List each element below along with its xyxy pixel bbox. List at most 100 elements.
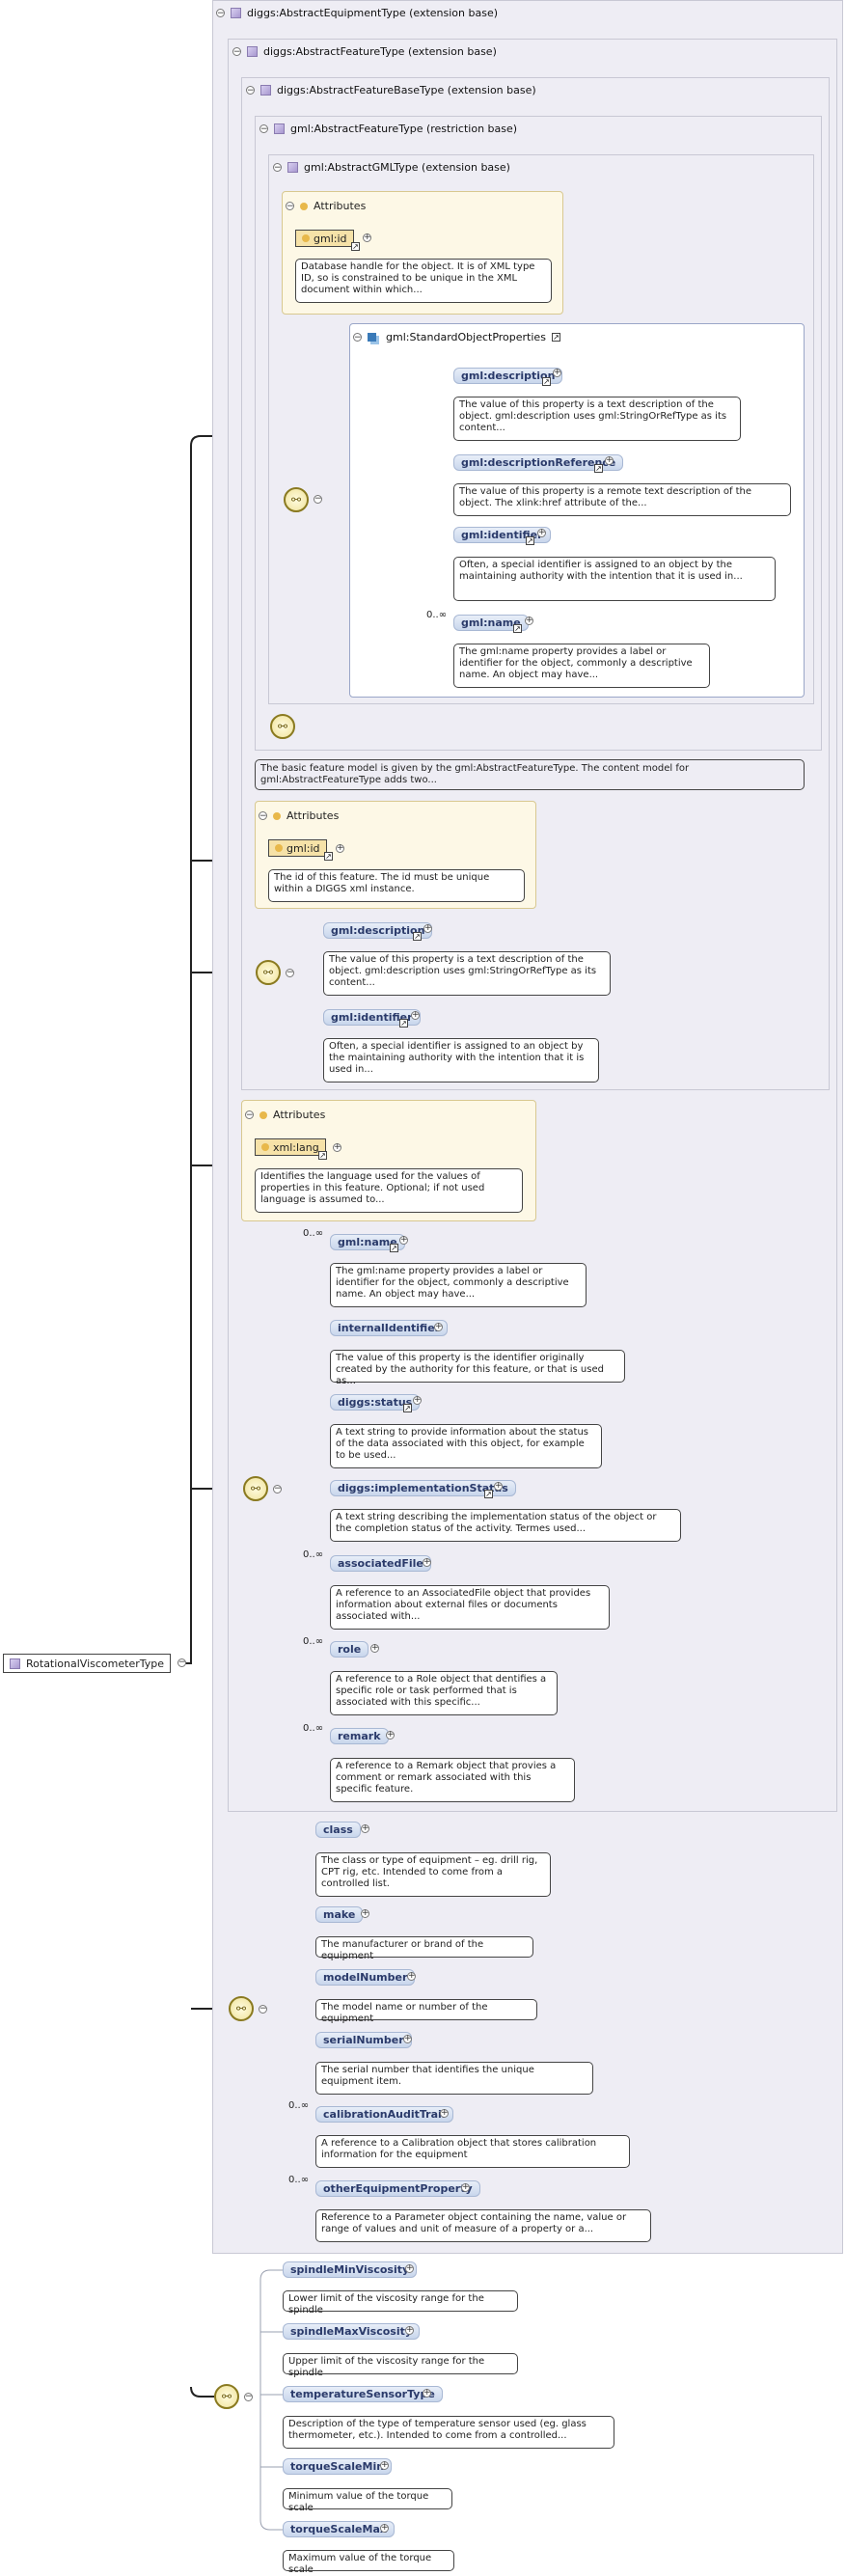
link-icon[interactable]: ↗ <box>542 377 551 386</box>
make-element[interactable]: make <box>315 1906 364 1923</box>
expand-icon[interactable]: + <box>361 1908 369 1918</box>
gml-description-reference-element[interactable]: gml:descriptionReference <box>453 454 624 471</box>
expand-icon[interactable]: + <box>553 368 561 377</box>
root-type-node[interactable]: RotationalViscometerType <box>3 1654 171 1673</box>
class-element[interactable]: class <box>315 1822 361 1838</box>
gml-name-element[interactable]: gml:name <box>453 615 529 631</box>
base-attributes-header[interactable]: − Attributes <box>259 809 339 822</box>
expand-icon[interactable]: + <box>333 1142 341 1152</box>
gml-gml-type-header[interactable]: − gml:AbstractGMLType (extension base) <box>273 161 510 174</box>
expand-icon[interactable]: + <box>403 2034 412 2043</box>
diggs-implementation-status-element[interactable]: diggs:implementationStatus <box>330 1480 516 1496</box>
sequence-icon[interactable]: ⚯ <box>229 1996 254 2021</box>
link-icon[interactable]: ↗ <box>403 1404 412 1412</box>
feature-base-type-header[interactable]: − diggs:AbstractFeatureBaseType (extensi… <box>246 84 536 96</box>
expand-icon[interactable]: + <box>407 1971 416 1981</box>
feature-attributes-header[interactable]: − Attributes <box>245 1109 325 1121</box>
torque-scale-max-element[interactable]: torqueScaleMax <box>283 2521 395 2537</box>
link-icon[interactable]: ↗ <box>318 1151 327 1160</box>
base-gml-identifier-element[interactable]: gml:identifier <box>323 1009 421 1026</box>
expand-icon[interactable]: + <box>423 1557 431 1567</box>
expand-icon[interactable]: + <box>423 923 432 933</box>
expand-icon[interactable]: + <box>423 2388 431 2398</box>
expand-icon[interactable]: + <box>361 1823 369 1833</box>
sequence-icon[interactable]: ⚯ <box>214 2384 239 2409</box>
diggs-status-element[interactable]: diggs:status <box>330 1394 421 1411</box>
collapse-icon[interactable]: − <box>273 163 282 173</box>
expand-icon[interactable]: + <box>440 2108 449 2118</box>
gml-description-element[interactable]: gml:description <box>453 368 563 384</box>
base-gml-description-element[interactable]: gml:description <box>323 922 433 939</box>
expand-icon[interactable]: + <box>434 1322 443 1331</box>
xml-lang-attribute[interactable]: xml:lang <box>255 1138 326 1156</box>
collapse-icon[interactable]: − <box>273 1484 282 1494</box>
expand-icon[interactable]: + <box>336 843 344 853</box>
expand-icon[interactable]: + <box>494 1481 503 1491</box>
link-icon[interactable]: ↗ <box>526 536 534 545</box>
equipment-type-header[interactable]: − diggs:AbstractEquipmentType (extension… <box>216 7 498 19</box>
link-icon[interactable]: ↗ <box>484 1490 493 1498</box>
collapse-icon[interactable]: − <box>314 494 322 504</box>
sequence-icon[interactable]: ⚯ <box>270 714 295 739</box>
spindle-min-viscosity-element[interactable]: spindleMinViscosity <box>283 2261 418 2278</box>
expand-icon[interactable]: + <box>380 2523 389 2533</box>
gml-identifier-element[interactable]: gml:identifier <box>453 527 551 543</box>
expand-icon[interactable]: + <box>405 2325 414 2335</box>
expand-icon[interactable]: + <box>405 2263 414 2273</box>
calibration-audit-trail-element[interactable]: calibrationAuditTrail <box>315 2106 453 2123</box>
collapse-icon[interactable]: − <box>259 811 267 821</box>
collapse-icon[interactable]: − <box>259 2004 267 2014</box>
collapse-icon[interactable]: − <box>286 968 294 977</box>
spindle-max-viscosity-element[interactable]: spindleMaxViscosity <box>283 2323 421 2340</box>
remark-element[interactable]: remark <box>330 1728 389 1744</box>
sequence-icon[interactable]: ⚯ <box>284 487 309 512</box>
expand-icon[interactable]: + <box>399 1235 408 1245</box>
associated-file-element[interactable]: associatedFile <box>330 1555 431 1572</box>
internal-identifier-desc: The value of this property is the identi… <box>330 1350 625 1386</box>
collapse-icon[interactable]: − <box>259 124 268 134</box>
collapse-icon[interactable]: − <box>353 333 362 343</box>
gml-feature-type-header[interactable]: − gml:AbstractFeatureType (restriction b… <box>259 123 517 135</box>
feature-type-header[interactable]: − diggs:AbstractFeatureType (extension b… <box>232 45 497 58</box>
link-icon[interactable]: ↗ <box>351 242 360 251</box>
expand-icon[interactable]: + <box>363 233 371 242</box>
collapse-icon[interactable]: − <box>177 1658 186 1667</box>
standard-object-properties-title: gml:StandardObjectProperties <box>386 331 546 343</box>
expand-icon[interactable]: + <box>380 2460 389 2470</box>
collapse-icon[interactable]: − <box>244 2392 253 2401</box>
expand-icon[interactable]: + <box>605 455 614 465</box>
expand-icon[interactable]: + <box>537 528 546 537</box>
base-gml-id-attribute[interactable]: gml:id <box>268 839 327 857</box>
link-icon[interactable]: ↗ <box>324 852 333 861</box>
sequence-icon[interactable]: ⚯ <box>256 960 281 985</box>
link-icon[interactable]: ↗ <box>390 1244 398 1252</box>
expand-icon[interactable]: + <box>525 616 533 625</box>
collapse-icon[interactable]: − <box>216 9 225 18</box>
link-icon[interactable]: ↗ <box>513 624 522 633</box>
torque-scale-min-element[interactable]: torqueScaleMin <box>283 2458 393 2475</box>
expand-icon[interactable]: + <box>386 1730 395 1740</box>
model-number-element[interactable]: modelNumber <box>315 1969 416 1986</box>
standard-object-properties-header[interactable]: − gml:StandardObjectProperties ↗ <box>353 331 560 343</box>
link-icon[interactable]: ↗ <box>594 464 603 473</box>
feature-gml-name-element[interactable]: gml:name <box>330 1234 405 1250</box>
other-equipment-property-element[interactable]: otherEquipmentProperty <box>315 2180 480 2197</box>
collapse-icon[interactable]: − <box>246 86 255 96</box>
sequence-icon[interactable]: ⚯ <box>243 1476 268 1501</box>
gml-id-attribute[interactable]: gml:id <box>295 230 354 247</box>
link-icon[interactable]: ↗ <box>399 1019 408 1028</box>
expand-icon[interactable]: + <box>461 2182 470 2192</box>
collapse-icon[interactable]: − <box>232 47 241 57</box>
collapse-icon[interactable]: − <box>286 202 294 211</box>
role-element[interactable]: role <box>330 1641 369 1658</box>
expand-icon[interactable]: + <box>413 1395 422 1405</box>
gml-attributes-header[interactable]: − Attributes <box>286 200 366 212</box>
temperature-sensor-type-element[interactable]: temperatureSensorType <box>283 2386 443 2402</box>
internal-identifier-element[interactable]: internalIdentifier <box>330 1320 449 1336</box>
link-icon[interactable]: ↗ <box>551 333 560 342</box>
expand-icon[interactable]: + <box>411 1010 420 1020</box>
serial-number-element[interactable]: serialNumber <box>315 2032 412 2048</box>
link-icon[interactable]: ↗ <box>413 932 422 941</box>
collapse-icon[interactable]: − <box>245 1110 254 1120</box>
expand-icon[interactable]: + <box>370 1643 379 1653</box>
